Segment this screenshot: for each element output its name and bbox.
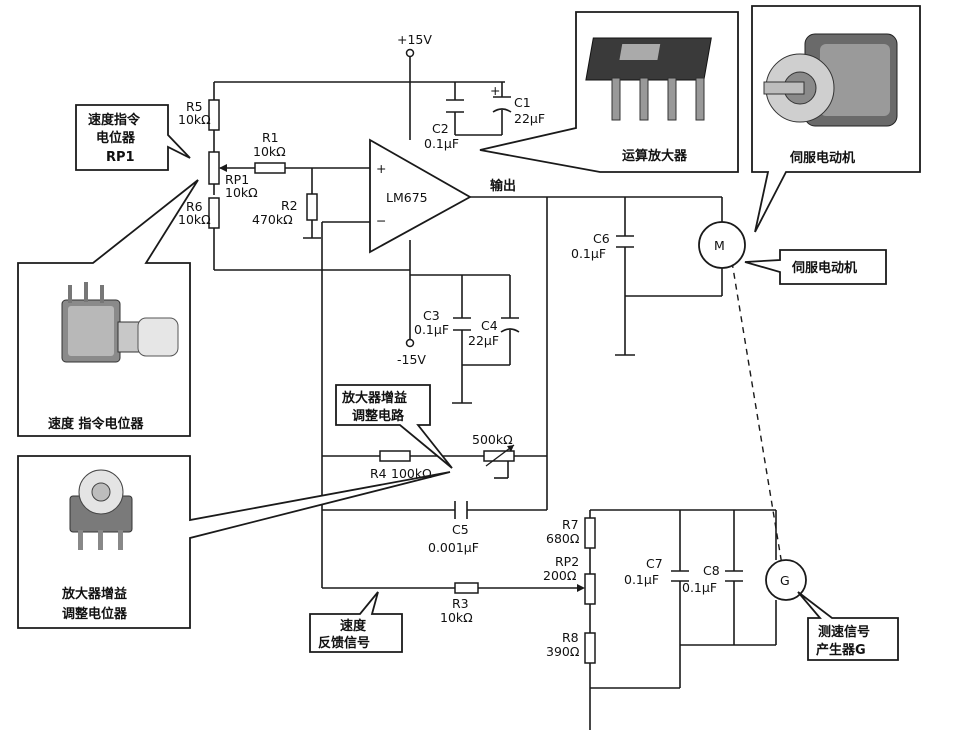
servo-photo-caption: 伺服电动机 <box>789 150 855 166</box>
r2-ref: R2 <box>281 198 298 213</box>
r1-value: 10kΩ <box>253 144 286 159</box>
c7-value: 0.1μF <box>624 572 659 587</box>
tacho-line2: 产生器G <box>816 642 866 658</box>
callout-rp1-photo: 速度 指令电位器 <box>17 179 199 437</box>
r6-ref: R6 <box>186 199 203 214</box>
r7-value: 680Ω <box>546 531 580 546</box>
supply-pos: +15V <box>397 32 432 58</box>
feedback-line2: 反馈信号 <box>318 635 370 651</box>
generator-letter: G <box>780 573 790 588</box>
tacho-generator-symbol: G <box>765 559 807 601</box>
gain-circuit-line2: 调整电路 <box>352 408 405 424</box>
potentiometer-rp1: RP1 10kΩ <box>208 151 258 200</box>
potentiometer-rp2: RP2 200Ω <box>543 554 596 605</box>
capacitor-c6: C6 0.1μF <box>571 231 634 261</box>
supply-pos-label: +15V <box>397 32 432 47</box>
opamp-lm675: + − LM675 <box>369 138 472 254</box>
gain-pot-line2: 调整电位器 <box>62 606 128 622</box>
opamp-minus-sign: − <box>376 213 386 228</box>
opamp-photo-caption: 运算放大器 <box>622 148 688 164</box>
servo-label-text: 伺服电动机 <box>791 260 857 276</box>
r6-value: 10kΩ <box>178 212 211 227</box>
gain-pot-line1: 放大器增益 <box>61 586 127 602</box>
supply-neg-label: -15V <box>397 352 426 367</box>
c7-ref: C7 <box>646 556 663 571</box>
tacho-line1: 测速信号 <box>818 624 870 640</box>
callout-gain-pot-photo: 放大器增益 调整电位器 <box>17 455 451 629</box>
opamp-name: LM675 <box>386 190 428 205</box>
resistor-r8: R8 390Ω <box>546 630 596 664</box>
c4-value: 22μF <box>468 333 499 348</box>
resistor-r7: R7 680Ω <box>546 517 596 549</box>
resistor-r6: R6 10kΩ <box>178 197 220 229</box>
callout-rp1-label: 速度指令 电位器 RP1 <box>75 104 191 171</box>
potentiometer-photo <box>61 282 179 363</box>
rp1-callout-line3: RP1 <box>106 150 135 165</box>
resistor-r5: R5 10kΩ <box>178 99 220 131</box>
r1-ref: R1 <box>262 130 279 145</box>
r5-value: 10kΩ <box>178 112 211 127</box>
c2-ref: C2 <box>432 121 449 136</box>
rp1-callout-line2: 电位器 <box>96 130 136 146</box>
opamp-chip-photo <box>585 37 712 121</box>
opamp-plus-sign: + <box>376 161 386 176</box>
c1-ref: C1 <box>514 95 531 110</box>
c3-value: 0.1μF <box>414 322 449 337</box>
callout-servo-photo: 伺服电动机 <box>751 5 921 233</box>
r8-value: 390Ω <box>546 644 580 659</box>
c3-ref: C3 <box>423 308 440 323</box>
capacitor-c3: C3 0.1μF <box>414 308 471 337</box>
r2-value: 470kΩ <box>252 212 293 227</box>
rp1-ref: RP1 <box>225 172 249 187</box>
capacitor-c8: C8 0.1μF <box>682 563 743 595</box>
trimmer-value: 500kΩ <box>472 432 513 447</box>
trimmer-500k: 500kΩ <box>472 432 515 467</box>
output-label: 输出 <box>490 178 516 194</box>
motor-letter: M <box>714 238 725 253</box>
callout-servo-label: 伺服电动机 <box>744 249 887 285</box>
servo-motor-symbol: M <box>698 221 746 269</box>
callout-opamp-photo: 运算放大器 <box>479 11 739 173</box>
c1-value: 22μF <box>514 111 545 126</box>
c1-plus: + <box>490 83 500 98</box>
servo-motor-photo <box>763 33 898 127</box>
capacitor-c2: C2 0.1μF <box>424 99 464 151</box>
c2-value: 0.1μF <box>424 136 459 151</box>
gain-circuit-line1: 放大器增益 <box>341 390 407 406</box>
r5-ref: R5 <box>186 99 203 114</box>
c5-value: 0.001μF <box>428 540 479 555</box>
r7-ref: R7 <box>562 517 579 532</box>
r4-ref: R4 <box>370 466 387 481</box>
r3-value: 10kΩ <box>440 610 473 625</box>
resistor-r2: R2 470kΩ <box>252 193 318 227</box>
feedback-line1: 速度 <box>340 618 367 634</box>
c5-ref: C5 <box>452 522 469 537</box>
c4-ref: C4 <box>481 318 498 333</box>
trimmer-photo <box>69 469 133 550</box>
supply-neg: -15V <box>397 338 426 367</box>
callout-feedback: 速度 反馈信号 <box>309 591 403 653</box>
callout-gain-circuit: 放大器增益 调整电路 <box>335 384 453 469</box>
capacitor-c5: C5 0.001μF <box>428 501 479 555</box>
rp2-ref: RP2 <box>555 554 579 569</box>
c8-ref: C8 <box>703 563 720 578</box>
rp1-value: 10kΩ <box>225 185 258 200</box>
capacitor-c1: + C1 22μF <box>490 83 545 126</box>
c6-value: 0.1μF <box>571 246 606 261</box>
c6-ref: C6 <box>593 231 610 246</box>
capacitor-c4: C4 22μF <box>468 317 520 348</box>
callout-tacho: 测速信号 产生器G <box>797 591 899 661</box>
rp1-photo-caption: 速度 指令电位器 <box>48 416 145 432</box>
resistor-r3: R3 10kΩ <box>440 582 479 625</box>
c8-value: 0.1μF <box>682 580 717 595</box>
resistor-r1: R1 10kΩ <box>253 130 286 174</box>
capacitor-c7: C7 0.1μF <box>624 556 689 587</box>
r3-ref: R3 <box>452 596 469 611</box>
rp2-value: 200Ω <box>543 568 577 583</box>
r8-ref: R8 <box>562 630 579 645</box>
wires <box>213 55 783 730</box>
rp1-callout-line1: 速度指令 <box>88 112 141 128</box>
